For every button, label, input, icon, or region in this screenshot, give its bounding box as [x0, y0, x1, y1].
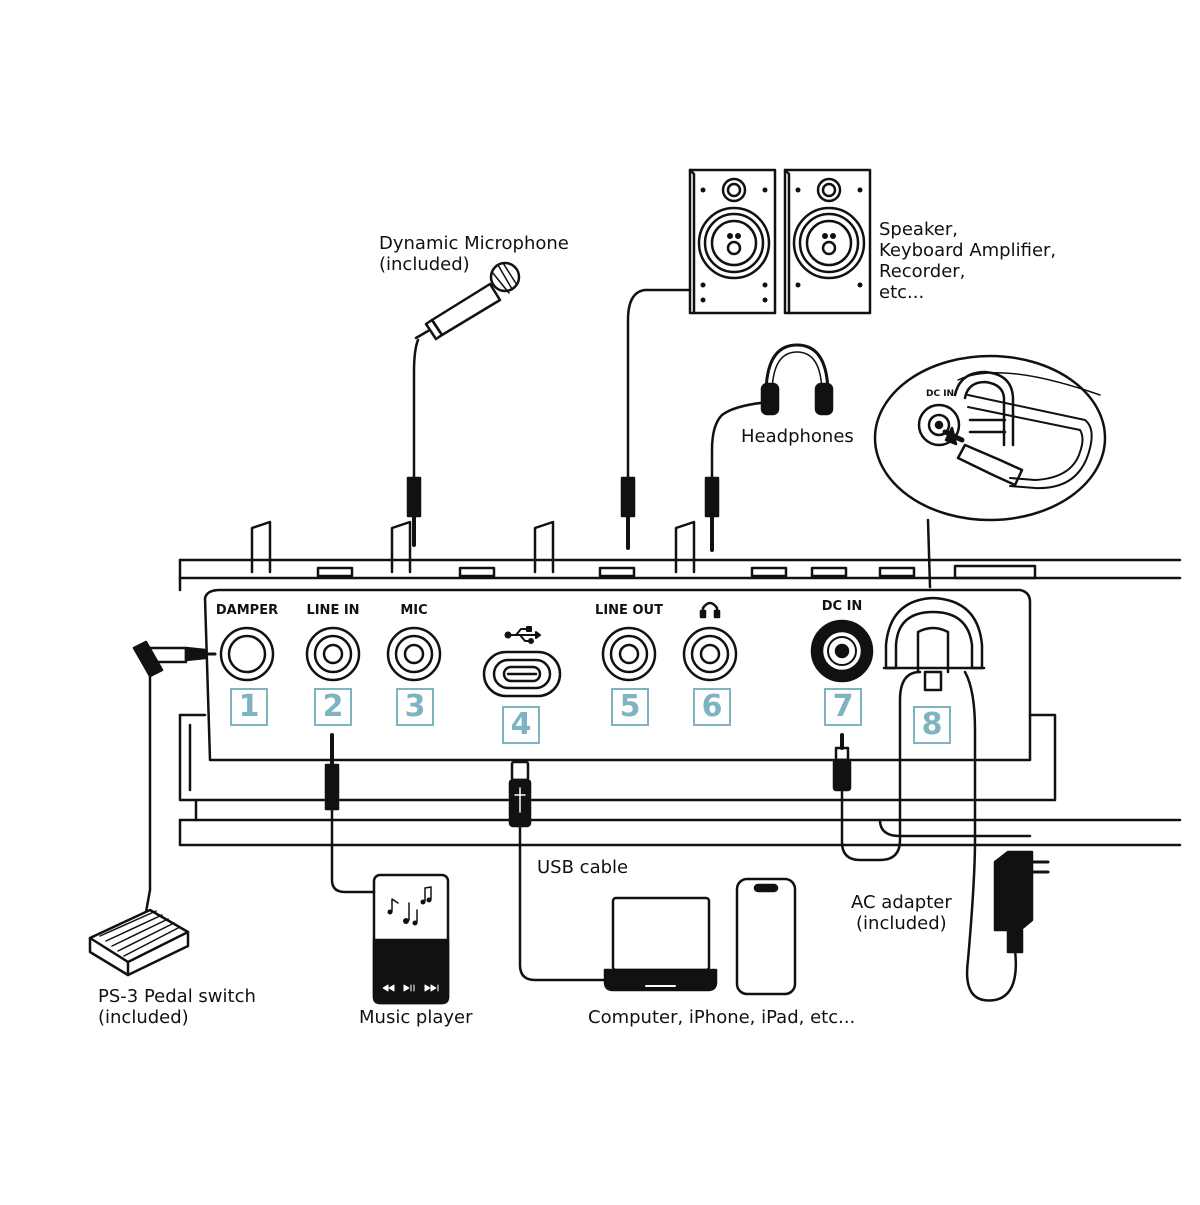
ac-adapter-icon: [993, 850, 1050, 954]
microphone-label-line: Dynamic Microphone: [379, 233, 569, 254]
inset-dc-in-label: DC IN: [926, 389, 955, 399]
speaker-cable: [626, 288, 692, 480]
speaker-label-line: etc...: [879, 282, 925, 303]
speaker-label-line: Recorder,: [879, 261, 966, 282]
usb-cable-label-line: USB cable: [537, 857, 629, 878]
line-in-jack: [305, 626, 361, 682]
usb-symbol-icon: [504, 626, 541, 644]
headphone-jack: [682, 626, 738, 682]
mic-panel-label: MIC: [400, 603, 428, 618]
number-badge-3: 3: [396, 688, 434, 726]
pedal-switch-icon: [88, 908, 190, 977]
ac-adapter-label: AC adapter (included): [851, 892, 952, 934]
speaker-label-line: Speaker,: [879, 219, 958, 240]
headphones-label-line: Headphones: [741, 426, 854, 447]
microphone-label: Dynamic Microphone (included): [379, 233, 569, 275]
headphone-symbol-icon: [699, 601, 721, 619]
dc-in-jack: [810, 619, 874, 683]
number-badge-7: 7: [824, 688, 862, 726]
music-player-label: Music player: [359, 1007, 473, 1028]
dc-in-panel-label: DC IN: [821, 599, 863, 614]
speaker-label: Speaker, Keyboard Amplifier, Recorder, e…: [879, 219, 1056, 303]
line-in-panel-label: LINE IN: [306, 603, 360, 618]
pedal-cable: [144, 674, 152, 914]
speaker-right-icon: [783, 168, 872, 315]
headphones-icon: [760, 343, 834, 416]
microphone-cable: [412, 338, 420, 480]
speaker-left-icon: [688, 168, 777, 315]
number-badge-4: 4: [502, 706, 540, 744]
number-badge-2: 2: [314, 688, 352, 726]
instrument-body: [178, 520, 1182, 847]
usb-c-plug: [508, 760, 532, 828]
pedal-label: PS-3 Pedal switch (included): [98, 986, 256, 1028]
number-badge-1: 1: [230, 688, 268, 726]
number-badge-5: 5: [611, 688, 649, 726]
smartphone-icon: [735, 877, 797, 996]
number-badge-8: 8: [913, 706, 951, 744]
headphones-label: Headphones: [741, 426, 854, 447]
line-out-jack: [601, 626, 657, 682]
music-player-icon: [372, 873, 450, 1005]
usb-c-port: [482, 650, 562, 698]
ac-adapter-label-line: (included): [856, 913, 947, 934]
pedal-plug: [132, 640, 217, 678]
computer-label-line: Computer, iPhone, iPad, etc...: [588, 1007, 856, 1028]
microphone-plug: [406, 476, 422, 547]
music-player-label-line: Music player: [359, 1007, 473, 1028]
number-badge-6: 6: [693, 688, 731, 726]
usb-cable-label: USB cable: [537, 857, 628, 878]
music-player-cable: [330, 807, 376, 894]
dc-in-inset: [873, 354, 1107, 589]
adapter-cable: [840, 670, 1017, 1002]
headphones-cable: [710, 400, 772, 480]
computer-label: Computer, iPhone, iPad, etc...: [588, 1007, 855, 1028]
pedal-label-line: PS-3 Pedal switch: [98, 986, 256, 1007]
line-out-panel-label: LINE OUT: [595, 603, 663, 618]
microphone-icon: [414, 261, 521, 341]
damper-jack: [219, 626, 275, 682]
speaker-plug: [620, 476, 636, 550]
pedal-label-line: (included): [98, 1007, 189, 1028]
mic-jack: [386, 626, 442, 682]
laptop-icon: [603, 896, 718, 992]
dc-plug: [832, 733, 852, 792]
microphone-label-line: (included): [379, 254, 470, 275]
damper-panel-label: DAMPER: [215, 603, 279, 618]
line-in-plug: [324, 733, 340, 811]
headphones-plug: [704, 476, 720, 552]
speaker-label-line: Keyboard Amplifier,: [879, 240, 1057, 261]
usb-cable: [518, 824, 607, 982]
ac-adapter-label-line: AC adapter: [851, 892, 952, 913]
cord-hook: [882, 596, 986, 692]
